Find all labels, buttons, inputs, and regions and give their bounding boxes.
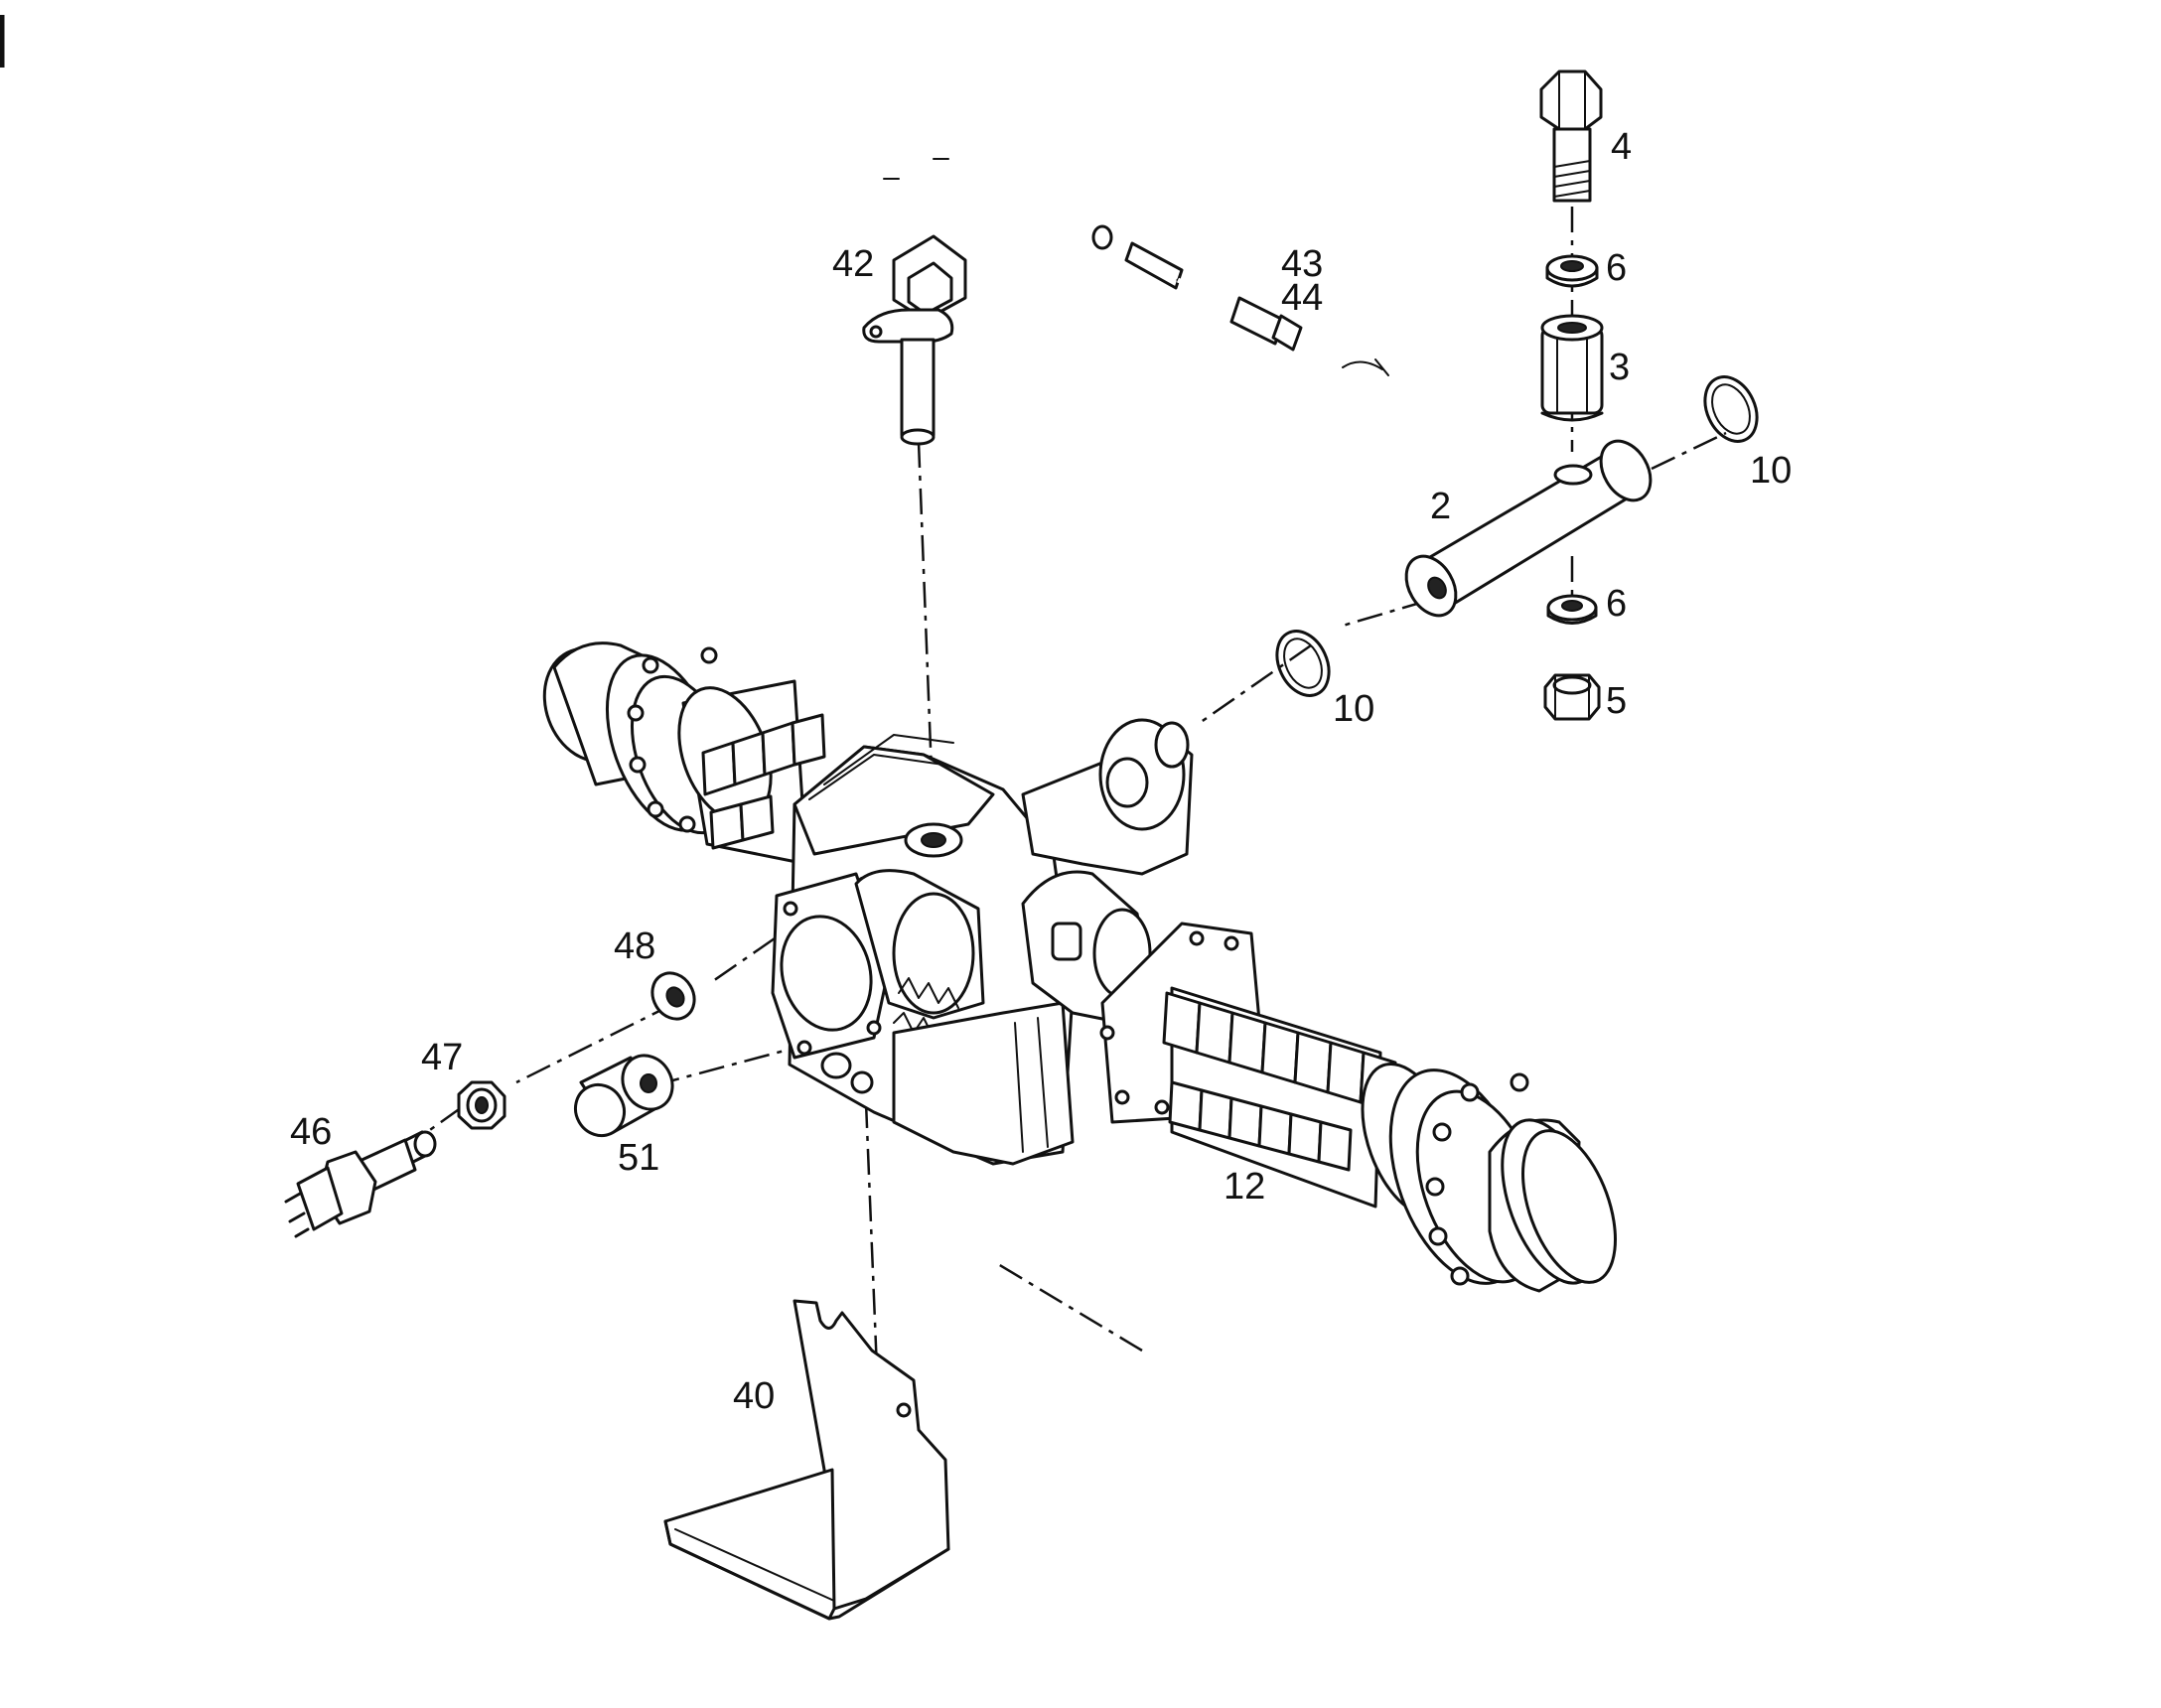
stray-marks bbox=[883, 158, 949, 180]
callout-43: 43 bbox=[1281, 243, 1323, 285]
right-fins bbox=[1162, 991, 1397, 1172]
callout-3: 3 bbox=[1609, 347, 1630, 388]
bushing-part-3 bbox=[1540, 314, 1604, 422]
left-fins bbox=[701, 713, 826, 850]
callout-10-left: 10 bbox=[1333, 688, 1374, 730]
callout-4: 4 bbox=[1611, 126, 1632, 168]
axle-assembly-part-12 bbox=[542, 641, 1617, 1293]
guard-plate-part-40 bbox=[663, 1299, 950, 1621]
callout-2: 2 bbox=[1430, 486, 1451, 527]
callout-48: 48 bbox=[614, 925, 655, 967]
callout-labels: 4 6 3 10 2 6 5 10 42 43 44 48 47 46 51 1… bbox=[290, 126, 1792, 1417]
right-hub-bolts bbox=[1425, 1072, 1529, 1286]
callout-47: 47 bbox=[421, 1037, 463, 1078]
callout-40: 40 bbox=[733, 1375, 775, 1417]
callout-12: 12 bbox=[1224, 1166, 1265, 1208]
callout-6-bottom: 6 bbox=[1606, 583, 1627, 625]
cap-part-51 bbox=[573, 1054, 674, 1138]
callout-46: 46 bbox=[290, 1111, 332, 1153]
callout-6-top: 6 bbox=[1606, 247, 1627, 289]
callout-42: 42 bbox=[832, 243, 874, 285]
washer-part-6-bottom bbox=[1546, 594, 1598, 625]
o-ring-part-10-right bbox=[1703, 375, 1759, 443]
pivot-pin-part-2 bbox=[1404, 439, 1653, 618]
seal-ring-part-48 bbox=[650, 971, 696, 1021]
right-casing-bolts bbox=[1099, 930, 1239, 1115]
callout-5: 5 bbox=[1606, 680, 1627, 722]
lock-nut-part-47 bbox=[457, 1080, 506, 1130]
pressure-switch-part-46 bbox=[284, 1130, 437, 1238]
washer-part-6-top bbox=[1545, 254, 1599, 288]
callout-10-right: 10 bbox=[1750, 450, 1792, 492]
bolt-part-4 bbox=[1539, 70, 1603, 203]
o-ring-part-10-left bbox=[1275, 630, 1331, 697]
speed-sensor-part-42 bbox=[862, 198, 1113, 446]
callout-44: 44 bbox=[1281, 277, 1323, 319]
left-hub-bolts bbox=[627, 646, 718, 833]
cable-connector-part-43-44 bbox=[1124, 241, 1389, 376]
nut-part-5 bbox=[1543, 673, 1601, 721]
callout-51: 51 bbox=[618, 1137, 659, 1179]
